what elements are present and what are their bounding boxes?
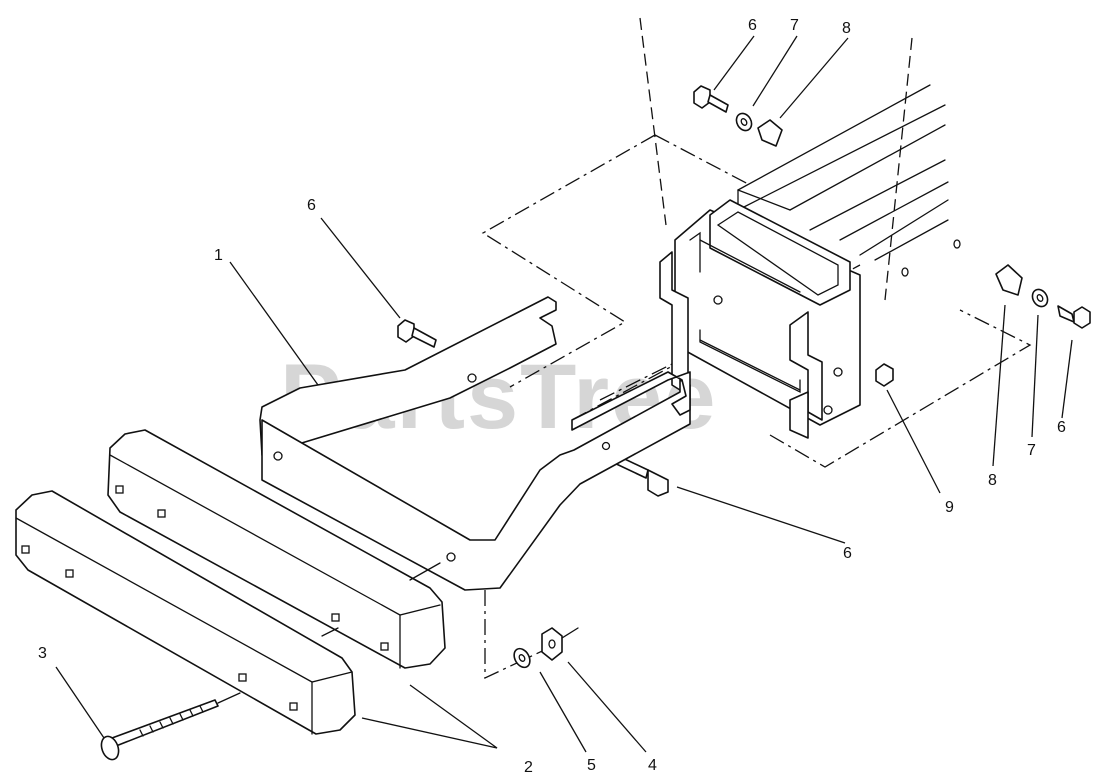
callout-1: 1 xyxy=(214,247,223,264)
callout-labels: 1 2 3 4 5 6 6 6 6 7 7 8 8 9 xyxy=(38,17,1066,776)
bumper-bracket xyxy=(259,296,691,591)
hardware-top xyxy=(693,85,783,147)
callout-6-upper-bolt: 6 xyxy=(307,197,316,214)
callout-7-right-washer: 7 xyxy=(1027,442,1036,459)
callout-6-lower-bolt: 6 xyxy=(843,545,852,562)
carriage-bolt xyxy=(100,562,441,761)
callout-5: 5 xyxy=(587,757,596,774)
callout-7-top-washer: 7 xyxy=(790,17,799,34)
callout-3: 3 xyxy=(38,645,47,662)
callout-6-right-bolt: 6 xyxy=(1057,419,1066,436)
hex-nut-4 xyxy=(541,627,579,661)
callout-8-top-spacer: 8 xyxy=(842,20,851,37)
callout-9: 9 xyxy=(945,499,954,516)
callout-4: 4 xyxy=(648,757,657,774)
bolt-upper xyxy=(397,319,437,348)
callout-8-right-spacer: 8 xyxy=(988,472,997,489)
callout-6-top-bolt: 6 xyxy=(748,17,757,34)
bumper-block-rear xyxy=(107,429,446,669)
washer-5 xyxy=(513,647,531,669)
callout-2: 2 xyxy=(524,759,533,776)
leader-lines xyxy=(55,35,1073,753)
flange-nut-9 xyxy=(875,363,894,387)
hardware-right xyxy=(901,239,1091,329)
frame-assembly xyxy=(659,84,949,439)
bumper-block-front xyxy=(15,490,356,735)
